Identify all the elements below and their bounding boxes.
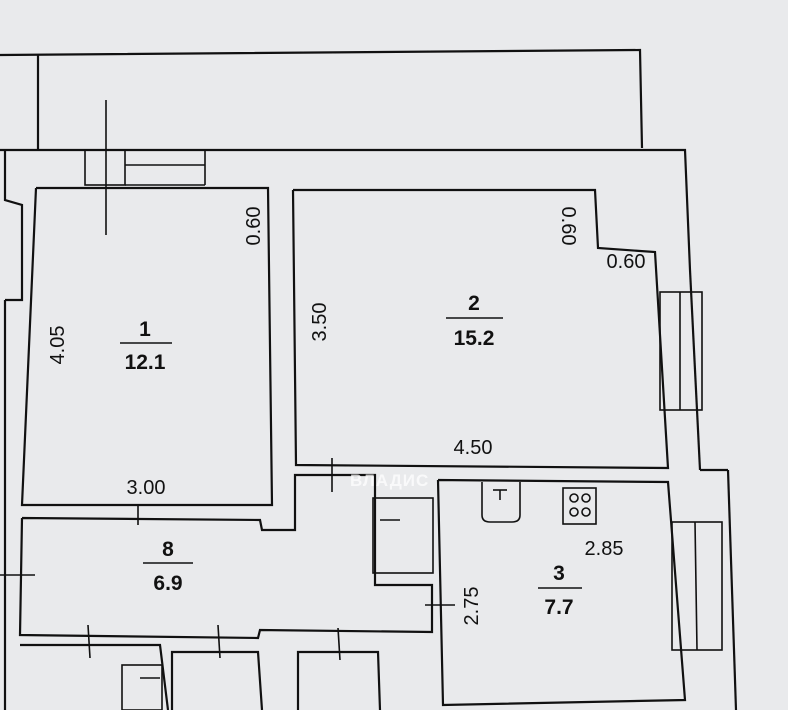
room-1-dim-height: 4.05 (47, 326, 69, 365)
room-3-dim-width: 2.85 (585, 538, 624, 560)
room-1-dim-niche: 0.60 (243, 207, 265, 246)
room-8 (0, 473, 434, 640)
lower-rooms (20, 458, 455, 710)
room-1 (20, 186, 274, 507)
room-3-number: 3 (553, 562, 565, 585)
room-3-dim-height: 2.75 (461, 587, 483, 626)
room-2-number: 2 (468, 292, 480, 315)
watermark: ВЛАДИС (350, 471, 429, 490)
outer-walls (0, 148, 738, 710)
window-right-room3 (671, 521, 723, 651)
window-top-room1 (84, 100, 206, 235)
room-2-dim-height: 3.50 (309, 303, 331, 342)
room-2-area: 15.2 (454, 327, 495, 350)
room-3-area: 7.7 (544, 596, 573, 619)
room-1-number: 1 (139, 318, 151, 341)
room-2-dim-width: 4.50 (454, 437, 493, 459)
room-2-dim-niche-vertical: 0.60 (557, 207, 579, 246)
room-8-number: 8 (162, 538, 174, 561)
room-2-dim-niche-horizontal: 0.60 (607, 251, 646, 273)
room-8-area: 6.9 (153, 572, 182, 595)
room-2 (291, 188, 670, 470)
room-3 (436, 478, 687, 707)
balcony-outline (0, 48, 644, 150)
room-1-dim-width: 3.00 (127, 477, 166, 499)
room-1-area: 12.1 (125, 351, 166, 374)
